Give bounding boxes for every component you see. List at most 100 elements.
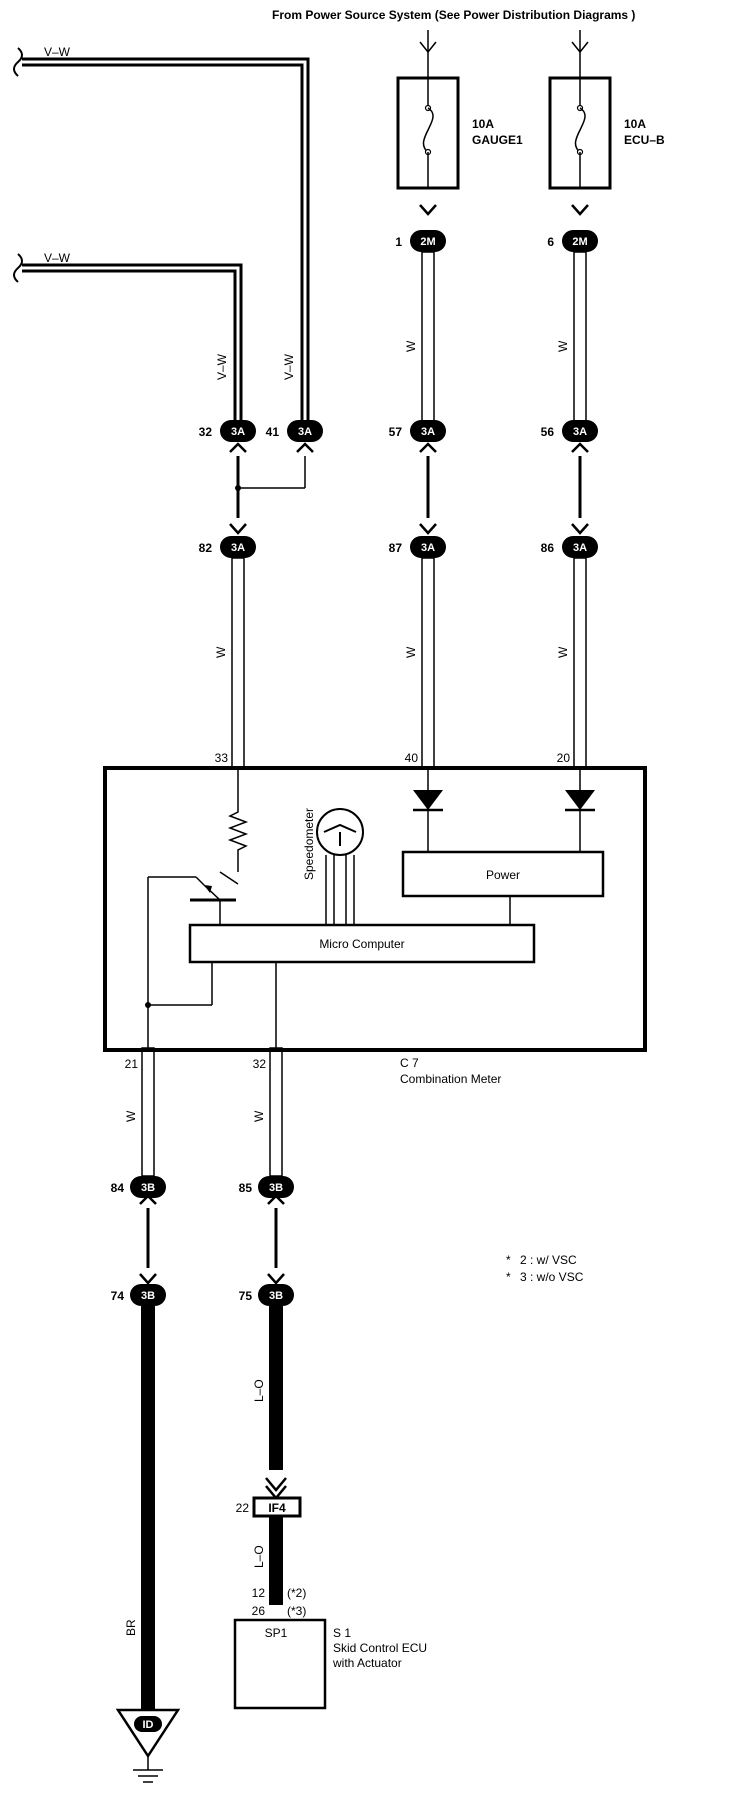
svg-text:IF4: IF4 (268, 1501, 286, 1515)
pin-3b-85: 85 (239, 1181, 253, 1195)
wire-color-lo-upper: L–O (252, 1379, 266, 1402)
pin-3a-56: 56 (541, 425, 555, 439)
meter-ref: C 7 (400, 1056, 419, 1070)
ecu-name-2: with Actuator (332, 1656, 402, 1670)
svg-text:3B: 3B (269, 1290, 283, 1302)
meter-name: Combination Meter (400, 1072, 501, 1086)
legend: * 2 : w/ VSC * 3 : w/o VSC (506, 1253, 584, 1284)
pin-2m-6: 6 (547, 235, 554, 249)
wire-color-vw-mid: V–W (44, 251, 71, 265)
pin-3a-82: 82 (199, 541, 213, 555)
svg-text:2M: 2M (420, 236, 435, 248)
wire-color-br: BR (124, 1619, 138, 1636)
meter-pin-21: 21 (125, 1057, 139, 1071)
connector-3a-56: 3A (562, 420, 598, 442)
svg-text:3A: 3A (231, 426, 245, 438)
pin-3a-41: 41 (266, 425, 280, 439)
connector-3a-32: 3A (220, 420, 256, 442)
wire-color-w-82: W (214, 646, 228, 658)
fuse-ecu-b-amp: 10A (624, 117, 646, 131)
micro-computer-block (188, 923, 536, 964)
meter-pin-33: 33 (215, 751, 229, 765)
fuse-gauge1 (396, 30, 460, 190)
svg-text:3B: 3B (269, 1182, 283, 1194)
ecu-pin-26: 26 (252, 1604, 266, 1618)
wire-break-top (13, 47, 23, 77)
black-wires (141, 1300, 283, 1710)
white-wires (141, 251, 587, 1268)
fuse-gauge1-amp: 10A (472, 117, 494, 131)
meter-pin-32: 32 (253, 1057, 267, 1071)
connector-2m-1: 2M (410, 230, 446, 252)
ground-code: ID (143, 1719, 154, 1731)
svg-text:3A: 3A (421, 426, 435, 438)
connector-3a-87: 3A (410, 536, 446, 558)
wire-color-w-87: W (404, 646, 418, 658)
connector-3a-86: 3A (562, 536, 598, 558)
connector-arrows (139, 204, 589, 1500)
svg-text:3A: 3A (573, 426, 587, 438)
ecu-pin-26-note: (*3) (287, 1604, 306, 1618)
wire-color-w-21: W (124, 1110, 138, 1122)
svg-text:3A: 3A (298, 426, 312, 438)
wire-color-w-gauge: W (404, 340, 418, 352)
combination-meter: Speedometer (103, 766, 647, 1052)
ecu-terminal: SP1 (265, 1626, 288, 1640)
pin-3a-32: 32 (199, 425, 213, 439)
connector-3b-75: 3B (258, 1284, 294, 1306)
power-block (401, 850, 605, 898)
ecu-pin-12-note: (*2) (287, 1586, 306, 1600)
connector-3a-41: 3A (287, 420, 323, 442)
connector-3a-82: 3A (220, 536, 256, 558)
pin-3a-86: 86 (541, 541, 555, 555)
ecu-ref: S 1 (333, 1626, 351, 1640)
pin-3b-75: 75 (239, 1289, 253, 1303)
speedometer-gauge (316, 808, 364, 925)
svg-text:3A: 3A (421, 542, 435, 554)
wire-color-w-ecub: W (556, 340, 570, 352)
svg-text:2M: 2M (572, 236, 587, 248)
connector-3b-85: 3B (258, 1176, 294, 1198)
svg-text:3B: 3B (141, 1182, 155, 1194)
resistor (227, 800, 249, 858)
meter-pin-40: 40 (405, 751, 419, 765)
connector-if4: IF4 (252, 1496, 302, 1518)
wire-color-w-86: W (556, 646, 570, 658)
skid-control-ecu (233, 1618, 327, 1710)
pin-2m-1: 1 (395, 235, 402, 249)
ecu-name-1: Skid Control ECU (333, 1641, 427, 1655)
wire-color-vw-top: V–W (44, 45, 71, 59)
ground-symbol (115, 1708, 181, 1783)
vw-harness (13, 47, 310, 420)
wire-color-vw-right-vert: V–W (282, 353, 296, 380)
connector-3b-84: 3B (130, 1176, 166, 1198)
power-label: Power (486, 868, 520, 882)
svg-text:*: * (506, 1253, 511, 1267)
wire-color-w-32: W (252, 1110, 266, 1122)
micro-computer-label: Micro Computer (319, 937, 404, 951)
svg-text:3A: 3A (231, 542, 245, 554)
pin-if4-22: 22 (236, 1501, 250, 1515)
svg-text:*: * (506, 1270, 511, 1284)
fuse-ecu-b (548, 30, 612, 190)
wire-color-vw-left-vert: V–W (215, 353, 229, 380)
svg-text:3 : w/o VSC: 3 : w/o VSC (520, 1270, 584, 1284)
ecu-pin-12: 12 (252, 1586, 266, 1600)
pin-3a-87: 87 (389, 541, 403, 555)
power-source-label: From Power Source System (See Power Dist… (272, 8, 635, 22)
diode-gauge (413, 790, 443, 810)
svg-text:3B: 3B (141, 1290, 155, 1302)
fuse-gauge1-name: GAUGE1 (472, 133, 523, 147)
fuse-ecu-b-name: ECU–B (624, 133, 665, 147)
connector-2m-6: 2M (562, 230, 598, 252)
meter-pin-20: 20 (557, 751, 571, 765)
svg-text:2 : w/ VSC: 2 : w/ VSC (520, 1253, 577, 1267)
speedometer-label: Speedometer (302, 808, 316, 880)
diode-ecub (565, 790, 595, 810)
connector-3b-74: 3B (130, 1284, 166, 1306)
pin-3b-84: 84 (111, 1181, 125, 1195)
wire-color-lo-lower: L–O (252, 1545, 266, 1568)
wire-break-mid (13, 253, 23, 283)
pin-3a-57: 57 (389, 425, 403, 439)
